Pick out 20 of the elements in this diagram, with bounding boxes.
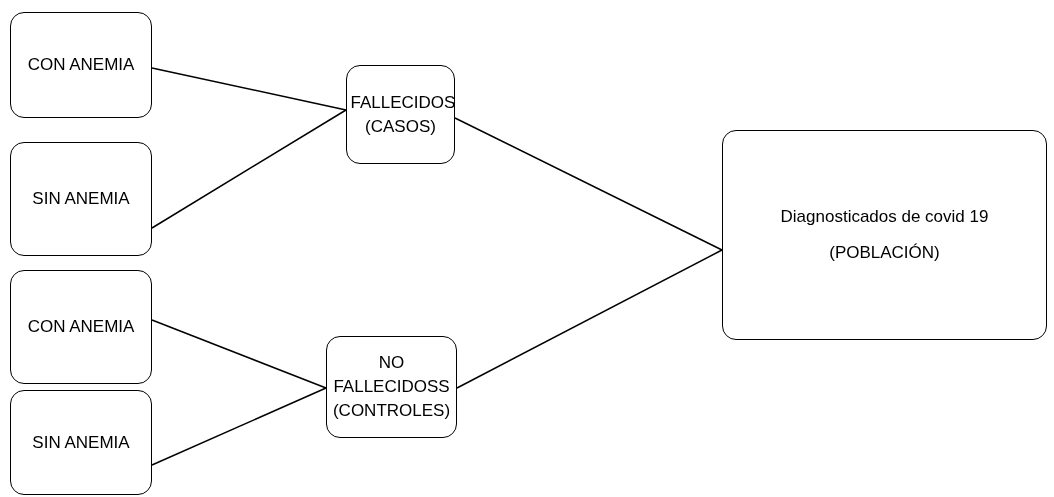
box-label: CON ANEMIA [27,316,135,338]
process-box [10,142,152,256]
connector-line [456,249,723,389]
connector-line [151,109,347,229]
process-box [346,65,455,164]
connector-line [151,319,327,389]
process-box [326,336,457,438]
box-label: Diagnosticados de covid 19 [780,206,989,228]
process-box [10,12,152,118]
box-label: NO FALLECIDOSS (CONTROLES) [331,352,452,422]
box-label: (POBLACIÓN) [829,242,940,264]
box-label: CON ANEMIA [27,54,135,76]
process-box [722,130,1047,340]
connector-line [151,387,327,466]
connector-line [151,67,347,111]
box-label: SIN ANEMIA [32,188,130,210]
process-box [10,270,152,384]
process-box [10,390,152,495]
box-label: SIN ANEMIA [32,431,130,454]
connector-line [454,117,723,251]
